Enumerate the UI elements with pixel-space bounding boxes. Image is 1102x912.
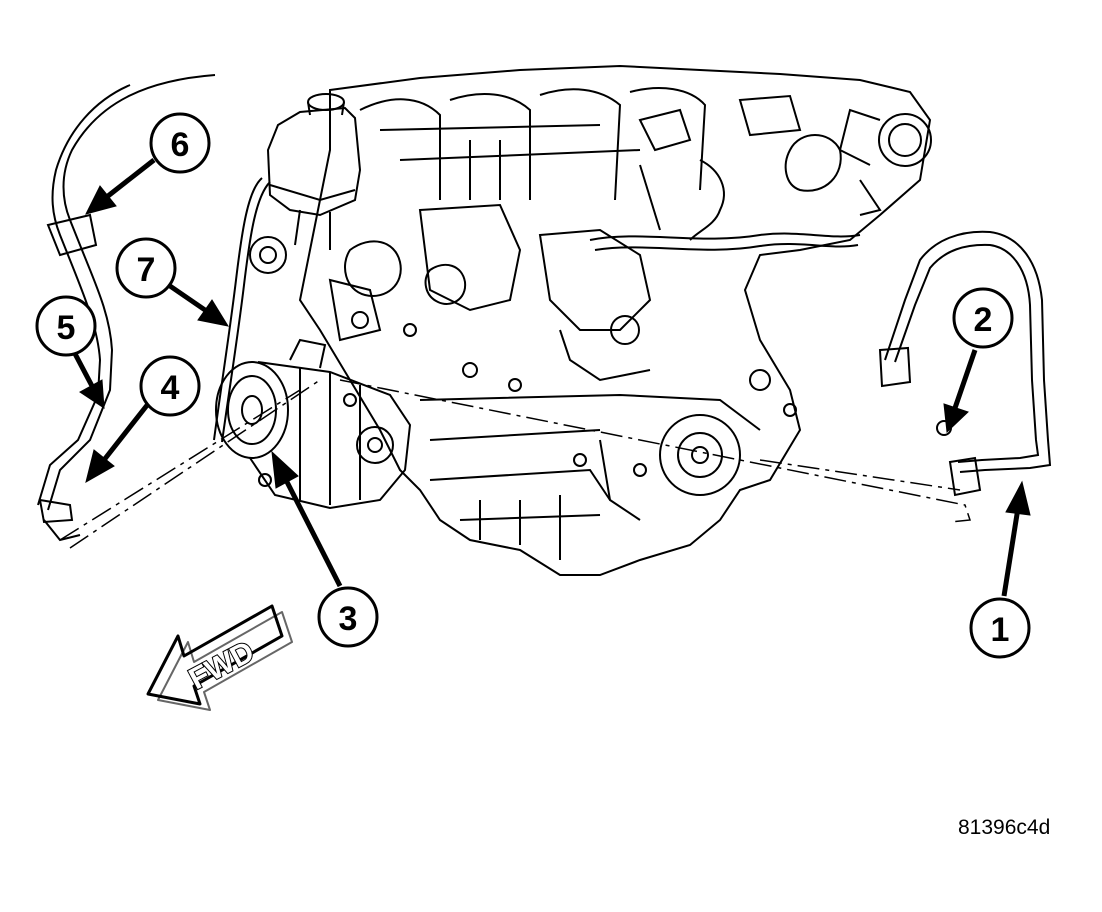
- callout-7-label: 7: [137, 251, 156, 289]
- callout-arrows: [69, 158, 1031, 597]
- callout-7: 7: [115, 237, 177, 299]
- callout-2-label: 2: [974, 301, 993, 339]
- fwd-arrow: FWD: [146, 604, 293, 711]
- callout-4: 4: [139, 355, 201, 417]
- callout-4-label: 4: [161, 369, 180, 407]
- reservoir: [266, 93, 362, 250]
- callout-6: 6: [149, 112, 211, 174]
- ac-compressor: [215, 338, 412, 510]
- callout-1: 1: [969, 597, 1031, 659]
- callout-2: 2: [952, 287, 1014, 349]
- callout-1-label: 1: [991, 611, 1010, 649]
- alignment-lines: [59, 379, 972, 549]
- callout-5: 5: [35, 295, 97, 357]
- callout-6-label: 6: [171, 126, 190, 164]
- callout-3-label: 3: [339, 600, 358, 638]
- drive-belt: [213, 177, 287, 443]
- callout-5-label: 5: [57, 309, 76, 347]
- engine-block: [298, 64, 932, 576]
- figure-id: 81396c4d: [958, 816, 1051, 839]
- callout-3: 3: [317, 586, 379, 648]
- suction-line: [878, 230, 1052, 497]
